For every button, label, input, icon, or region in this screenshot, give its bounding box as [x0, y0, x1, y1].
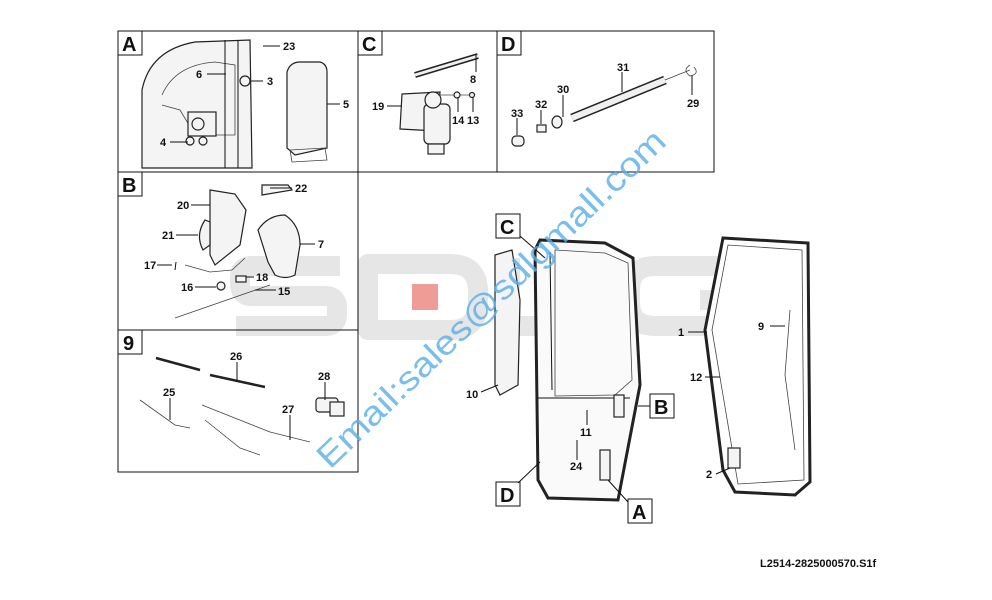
svg-text:25: 25	[163, 387, 175, 399]
callouts-door: 10 11 24 1 9 12 2	[466, 321, 764, 481]
svg-text:26: 26	[230, 351, 242, 363]
door-ref-d[interactable]: D	[495, 481, 521, 507]
svg-text:31: 31	[617, 62, 629, 74]
svg-text:A: A	[632, 502, 646, 524]
svg-text:6: 6	[196, 69, 202, 81]
door-assembly-drawing	[494, 238, 642, 502]
panel-9-wiper-drawing	[139, 356, 345, 456]
drawing-code: L2514-2825000570.S1f	[760, 558, 877, 570]
panel-c-motor-drawing	[399, 53, 479, 155]
svg-text:1: 1	[678, 327, 684, 339]
svg-text:24: 24	[570, 461, 583, 473]
section-tag-a: A	[117, 30, 143, 56]
svg-text:23: 23	[283, 41, 295, 53]
svg-text:28: 28	[318, 371, 330, 383]
callouts-panel-c: 8 19 14 13	[372, 74, 479, 127]
section-tag-d: D	[496, 30, 522, 56]
panel-a-latch-drawing	[141, 39, 328, 169]
svg-text:8: 8	[470, 74, 476, 86]
svg-text:14: 14	[452, 115, 465, 127]
svg-text:5: 5	[343, 99, 349, 111]
panel-frames	[117, 30, 715, 473]
door-glass-drawing	[703, 236, 812, 497]
section-tag-9: 9	[117, 329, 143, 355]
svg-text:22: 22	[295, 183, 307, 195]
svg-text:29: 29	[687, 98, 699, 110]
svg-text:18: 18	[256, 272, 268, 284]
svg-text:17: 17	[144, 260, 156, 272]
svg-text:20: 20	[177, 200, 189, 212]
svg-text:21: 21	[162, 230, 174, 242]
section-tag-b: B	[117, 171, 143, 197]
panel-b-lock-drawing	[174, 184, 301, 319]
svg-text:12: 12	[690, 372, 702, 384]
svg-text:16: 16	[181, 282, 193, 294]
svg-text:B: B	[122, 175, 136, 197]
svg-text:D: D	[500, 485, 514, 507]
callouts-panel-9: 26 28 25 27	[163, 351, 330, 416]
door-ref-b[interactable]: B	[649, 393, 675, 419]
svg-text:15: 15	[278, 286, 290, 298]
leader-lines	[157, 45, 785, 503]
svg-text:11: 11	[580, 427, 592, 439]
svg-text:7: 7	[318, 239, 324, 251]
svg-text:B: B	[654, 397, 668, 419]
callouts-panel-a: 23 6 3 5 4	[160, 41, 349, 149]
svg-text:C: C	[500, 217, 514, 239]
svg-text:19: 19	[372, 101, 384, 113]
svg-text:27: 27	[282, 404, 294, 416]
door-ref-c[interactable]: C	[495, 213, 521, 239]
door-ref-a[interactable]: A	[627, 498, 653, 524]
svg-text:2: 2	[706, 469, 712, 481]
svg-text:33: 33	[511, 108, 523, 120]
svg-text:A: A	[122, 34, 136, 56]
section-tag-c: C	[357, 30, 383, 56]
panel-d-strut-drawing	[511, 64, 697, 147]
svg-text:C: C	[362, 34, 376, 56]
svg-text:30: 30	[557, 84, 569, 96]
callouts-panel-d: 31 30 32 33 29	[511, 62, 699, 120]
svg-text:13: 13	[467, 115, 479, 127]
svg-text:32: 32	[535, 99, 547, 111]
svg-text:9: 9	[123, 333, 134, 355]
svg-text:4: 4	[160, 137, 167, 149]
svg-text:D: D	[501, 34, 515, 56]
svg-text:10: 10	[466, 389, 478, 401]
callouts-panel-b: 22 20 21 7 17 18 16 15	[144, 183, 324, 298]
svg-text:9: 9	[758, 321, 764, 333]
svg-text:3: 3	[267, 76, 273, 88]
